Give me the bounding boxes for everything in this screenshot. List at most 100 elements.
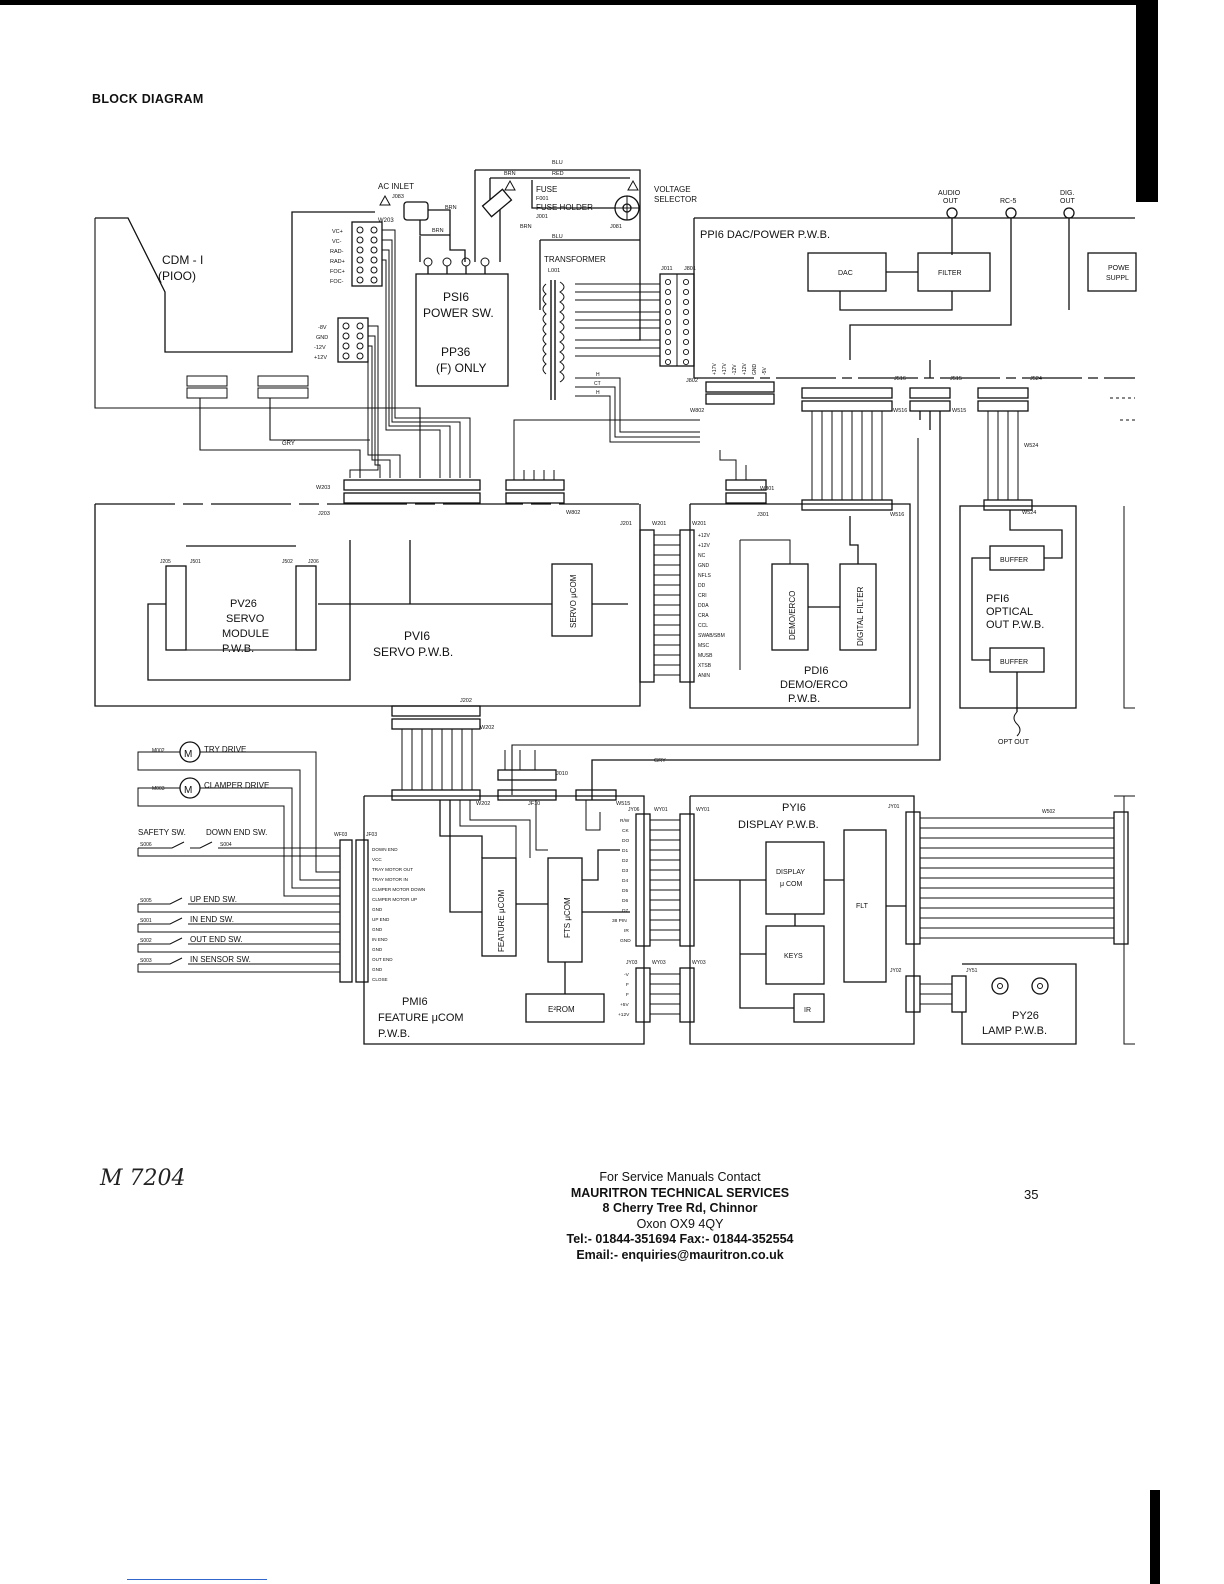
svg-text:PV26: PV26	[230, 598, 257, 610]
svg-text:XTSB: XTSB	[698, 663, 712, 669]
svg-text:GRY: GRY	[654, 758, 666, 764]
svg-text:RED: RED	[552, 171, 564, 177]
svg-text:J201: J201	[620, 521, 632, 527]
svg-text:GND: GND	[372, 947, 383, 952]
svg-text:P.W.B.: P.W.B.	[222, 643, 254, 655]
handwritten-note: M 7204	[100, 1166, 186, 1191]
svg-text:BLU: BLU	[552, 234, 563, 240]
w203-power-connector: -8V GND -12V +12V	[314, 317, 369, 363]
svg-text:TRY DRIVE: TRY DRIVE	[204, 745, 246, 754]
ps16-block: PSI6 POWER SW. PP36 (F) ONLY	[415, 236, 509, 387]
svg-text:F: F	[626, 992, 629, 998]
j202-connector: J202 W202 W202	[391, 698, 494, 807]
svg-text:RAD+: RAD+	[330, 259, 345, 265]
svg-text:PYI6: PYI6	[782, 802, 806, 814]
svg-text:F: F	[626, 982, 629, 988]
svg-text:RC-5: RC-5	[1000, 198, 1016, 205]
svg-text:J802: J802	[686, 378, 698, 384]
page-edge-bar-bottom	[1150, 1490, 1160, 1584]
svg-text:GND: GND	[372, 927, 383, 932]
svg-text:D2: D2	[622, 858, 628, 864]
svg-text:D5: D5	[622, 888, 628, 894]
svg-text:BRN: BRN	[520, 224, 532, 230]
svg-text:DOWN END SW.: DOWN END SW.	[206, 828, 267, 837]
svg-text:-8V: -8V	[318, 325, 327, 331]
w203-top-connector: W203 VC+ VC- RAD- RAD+ FOC+ FOC-	[330, 218, 394, 287]
svg-text:+12V: +12V	[742, 363, 748, 375]
cdm-block: CDM - I (PIOO)	[95, 211, 375, 353]
svg-text:DEMO/ERCO: DEMO/ERCO	[780, 679, 848, 691]
svg-text:CLMPER MOTOR DOWN: CLMPER MOTOR DOWN	[372, 887, 425, 892]
svg-text:+12V: +12V	[698, 543, 710, 549]
svg-text:POWER SW.: POWER SW.	[423, 306, 494, 320]
svg-text:VCC: VCC	[372, 857, 382, 862]
contact-address-1: 8 Cherry Tree Rd, Chinnor	[602, 1201, 758, 1215]
svg-text:J801: J801	[684, 266, 696, 272]
svg-text:SERVO: SERVO	[226, 613, 265, 625]
svg-text:DO: DO	[622, 838, 629, 844]
contact-company: MAURITRON TECHNICAL SERVICES	[570, 1185, 790, 1200]
svg-text:CT: CT	[594, 381, 601, 387]
svg-text:W802: W802	[566, 510, 580, 516]
svg-text:PSI6: PSI6	[443, 290, 469, 304]
svg-text:38 PIN: 38 PIN	[612, 918, 627, 924]
svg-text:MODULE: MODULE	[222, 628, 269, 640]
svg-text:GND: GND	[698, 563, 710, 569]
pp16-block: PPI6 DAC/POWER P.W.B. AUDIO OUT RC-5 DIG…	[693, 190, 1137, 379]
svg-text:OPT OUT: OPT OUT	[998, 739, 1030, 746]
svg-text:IN SENSOR SW.: IN SENSOR SW.	[190, 955, 251, 964]
svg-text:GND: GND	[752, 364, 758, 376]
svg-text:FLT: FLT	[856, 903, 869, 910]
svg-text:J501: J501	[190, 559, 201, 565]
svg-text:VC+: VC+	[332, 229, 343, 235]
svg-text:M: M	[184, 749, 192, 760]
svg-text:DAC: DAC	[838, 270, 853, 277]
svg-text:OUT: OUT	[943, 198, 959, 205]
j802-connector: J802 W802 +17V +17V -12V +12V GND -5V	[686, 363, 775, 414]
svg-text:MSC: MSC	[698, 643, 710, 649]
svg-text:CLAMPER DRIVE: CLAMPER DRIVE	[204, 781, 269, 790]
svg-text:NC: NC	[698, 553, 706, 559]
svg-text:+12V: +12V	[618, 1012, 630, 1018]
svg-text:IR: IR	[624, 928, 629, 934]
svg-text:WF03: WF03	[334, 832, 348, 838]
cdm-sub: (PIOO)	[158, 269, 196, 283]
svg-text:μ COM: μ COM	[780, 881, 802, 888]
svg-text:WY01: WY01	[654, 807, 668, 813]
svg-text:+12V: +12V	[314, 355, 327, 361]
contact-phone: Tel:- 01844-351694 Fax:- 01844-352554	[566, 1232, 794, 1246]
py16-block: PYI6 DISPLAY P.W.B. DISPLAY μ COM KEYS F…	[689, 795, 915, 1045]
svg-text:GND: GND	[372, 967, 383, 972]
svg-text:FTS μCOM: FTS μCOM	[563, 897, 572, 938]
svg-text:GRY: GRY	[282, 441, 295, 447]
svg-text:RAD-: RAD-	[330, 249, 344, 255]
svg-text:W201: W201	[692, 521, 706, 527]
svg-text:J301: J301	[757, 512, 769, 518]
svg-text:DIGITAL FILTER: DIGITAL FILTER	[856, 586, 865, 646]
j011-connector: J011 J801	[659, 266, 696, 367]
svg-text:W515: W515	[616, 801, 630, 807]
svg-text:MUSB: MUSB	[698, 653, 713, 659]
jy01-connector: JY01 W502	[888, 795, 1135, 945]
j515-connector: J515 W515	[591, 360, 966, 800]
svg-text:J001: J001	[536, 214, 548, 220]
svg-text:BUFFER: BUFFER	[1000, 659, 1028, 666]
svg-text:IN END SW.: IN END SW.	[190, 915, 234, 924]
svg-text:S006: S006	[140, 842, 152, 848]
svg-text:SERVO μCOM: SERVO μCOM	[569, 574, 578, 628]
svg-text:J515: J515	[950, 376, 962, 382]
pm16-block: PMI6 FEATURE μCOM P.W.B. FEATURE μCOM FT…	[363, 795, 645, 1045]
svg-text:OUT P.W.B.: OUT P.W.B.	[986, 619, 1044, 631]
display-ucom-box	[765, 841, 825, 915]
j201-connector: J201 W201 W201 +12V +12V NC GND NFLS DD …	[620, 521, 725, 683]
contact-email: Email:- enquiries@mauritron.co.uk	[576, 1247, 784, 1262]
j524-connector: J524 W524	[977, 376, 1042, 500]
pv16-block: PVI6 SERVO P.W.B. SERVO μCOM	[94, 503, 641, 707]
svg-text:DD: DD	[698, 583, 706, 589]
svg-text:M002: M002	[152, 748, 165, 754]
svg-text:ANIN: ANIN	[698, 673, 710, 679]
svg-text:J083: J083	[392, 194, 404, 200]
svg-text:W524: W524	[1022, 510, 1036, 516]
page-number: 35	[1024, 1187, 1039, 1202]
svg-text:VC-: VC-	[332, 239, 342, 245]
